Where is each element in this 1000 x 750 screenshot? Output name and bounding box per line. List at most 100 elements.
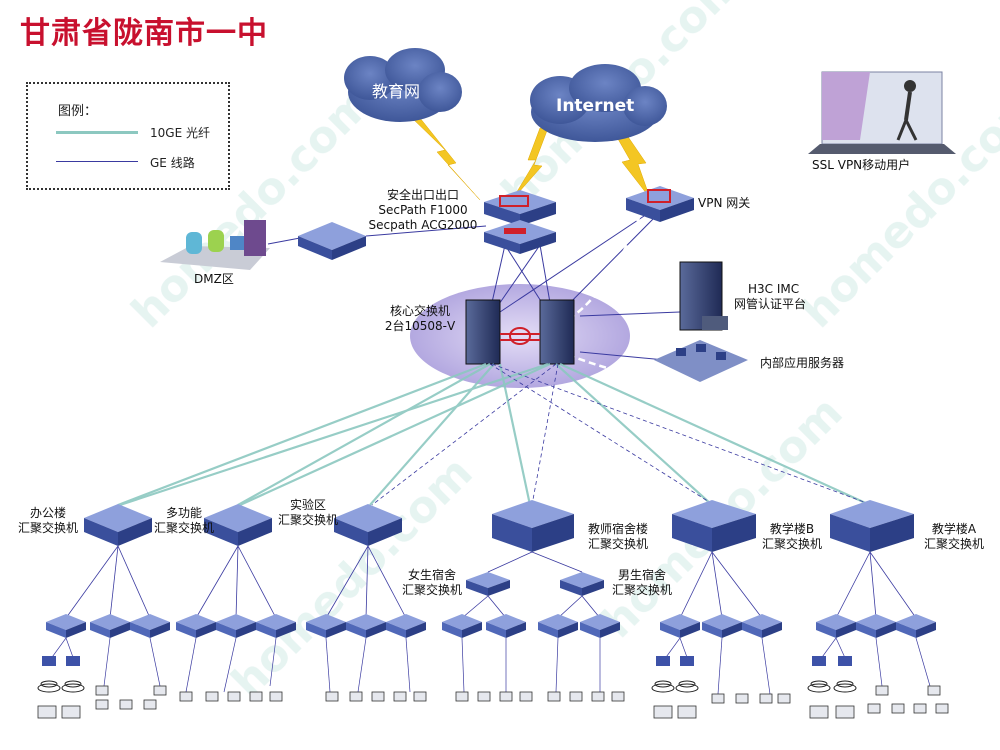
lab-label-line2: 汇聚交换机	[277, 513, 338, 527]
agg-switch-multi	[204, 504, 272, 546]
legend-swatch-ge	[56, 161, 138, 162]
boys-label: 男生宿舍 汇聚交换机	[602, 568, 682, 598]
aggregation-switches	[84, 500, 914, 596]
security-label-line3: Secpath ACG2000	[368, 218, 478, 232]
page-title: 甘肃省陇南市一中	[20, 16, 268, 51]
cloud-internet-label: Internet	[556, 96, 635, 116]
security-label-line1: 安全出口出口	[386, 188, 459, 202]
ssl-user-icon	[808, 71, 956, 154]
access-switch	[176, 614, 216, 638]
end-devices	[37, 656, 949, 719]
girls-label: 女生宿舍 汇聚交换机	[392, 568, 472, 598]
legend: 图例： 10GE 光纤 GE 线路	[26, 82, 230, 190]
agg-switch-teacher	[492, 500, 574, 552]
teacher-label: 教师宿舍楼 汇聚交换机	[578, 522, 658, 552]
access-switch	[660, 614, 700, 638]
ap-icon	[838, 656, 852, 666]
pc-links	[49, 637, 931, 695]
access-switch	[216, 614, 256, 638]
access-switch	[256, 614, 296, 638]
access-switch	[856, 614, 896, 638]
access-switch	[538, 614, 578, 638]
core-glow	[410, 284, 630, 388]
ap-icon	[42, 656, 56, 666]
access-switch	[896, 614, 936, 638]
access-links	[65, 545, 917, 619]
girls-label-line1: 女生宿舍	[407, 568, 456, 582]
legend-label-ge: GE 线路	[150, 156, 195, 170]
ap-icon	[680, 656, 694, 666]
security-label-line2: SecPath F1000	[378, 203, 468, 217]
multi-label: 多功能 汇聚交换机	[146, 506, 222, 536]
access-switch	[702, 614, 742, 638]
teachB-label-line2: 汇聚交换机	[761, 537, 822, 551]
ap-icon	[656, 656, 670, 666]
teachA-label: 教学楼A 汇聚交换机	[914, 522, 994, 552]
access-switch	[130, 614, 170, 638]
imc-server-icon	[679, 261, 728, 331]
core-switch-icon	[465, 299, 575, 365]
ssl-user-label: SSL VPN移动用户	[812, 158, 911, 172]
access-switches	[46, 614, 936, 638]
dmz-label: DMZ区	[194, 272, 234, 286]
imc-label: H3C IMC 网管认证平台	[734, 282, 806, 312]
access-switch	[580, 614, 620, 638]
agg-switch-boys	[560, 572, 604, 596]
core-distribution-links	[117, 362, 873, 507]
office-label: 办公楼 汇聚交换机	[10, 506, 86, 536]
core-label: 核心交换机 2台10508-V	[378, 304, 462, 334]
vpn-gateway-icon	[626, 186, 694, 222]
office-label-line1: 办公楼	[29, 506, 66, 520]
cloud-edu	[344, 48, 462, 122]
boys-label-line1: 男生宿舍	[617, 568, 666, 582]
access-switch	[486, 614, 526, 638]
access-switch	[442, 614, 482, 638]
teachB-label: 教学楼B 汇聚交换机	[752, 522, 832, 552]
core-label-line2: 2台10508-V	[384, 319, 456, 333]
legend-item-ge: GE 线路	[56, 154, 226, 170]
access-switch	[346, 614, 386, 638]
boys-label-line2: 汇聚交换机	[611, 583, 672, 597]
dmz-switch-icon	[298, 222, 366, 260]
teacher-label-line1: 教师宿舍楼	[587, 522, 648, 536]
agg-switch-teachB	[672, 500, 756, 552]
legend-swatch-fiber	[56, 131, 138, 134]
app-servers-icon	[654, 340, 748, 382]
access-switch	[90, 614, 130, 638]
security-gateway-icon	[484, 190, 556, 254]
ap-icon	[812, 656, 826, 666]
ap-icon	[66, 656, 80, 666]
teachB-label-line1: 教学楼B	[769, 522, 815, 536]
agg-switch-teachA	[830, 500, 914, 552]
cloud-internet	[530, 64, 667, 142]
access-switch	[46, 614, 86, 638]
access-switch	[742, 614, 782, 638]
cloud-edu-label: 教育网	[372, 82, 421, 101]
lab-label-line1: 实验区	[289, 498, 326, 512]
app-servers-label: 内部应用服务器	[760, 356, 845, 370]
lab-label: 实验区 汇聚交换机	[270, 498, 346, 528]
multi-label-line2: 汇聚交换机	[153, 521, 214, 535]
access-switch	[816, 614, 856, 638]
imc-label-line1: H3C IMC	[748, 282, 800, 296]
core-label-line1: 核心交换机	[389, 304, 450, 318]
legend-label-fiber: 10GE 光纤	[150, 126, 210, 140]
dmz-icon	[160, 220, 270, 270]
girls-label-line2: 汇聚交换机	[401, 583, 462, 597]
multi-label-line1: 多功能	[165, 506, 202, 520]
vpn-gateway-label: VPN 网关	[698, 196, 751, 210]
imc-label-line2: 网管认证平台	[734, 297, 807, 311]
office-label-line2: 汇聚交换机	[17, 521, 78, 535]
access-switch	[306, 614, 346, 638]
teacher-label-line2: 汇聚交换机	[587, 537, 648, 551]
agg-switch-girls	[466, 572, 510, 596]
security-label: 安全出口出口 SecPath F1000 Secpath ACG2000	[364, 188, 482, 233]
agg-switch-office	[84, 504, 152, 546]
legend-title: 图例：	[58, 104, 98, 119]
teachA-label-line1: 教学楼A	[931, 522, 977, 536]
legend-item-fiber: 10GE 光纤	[56, 124, 226, 140]
agg-switch-lab	[334, 504, 402, 546]
access-switch	[386, 614, 426, 638]
